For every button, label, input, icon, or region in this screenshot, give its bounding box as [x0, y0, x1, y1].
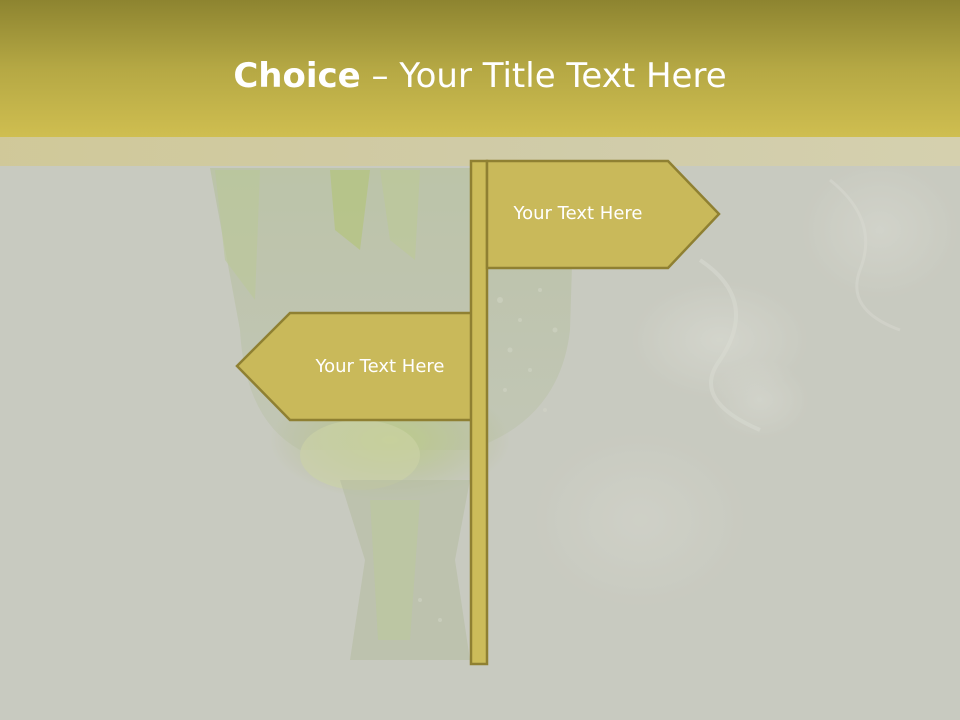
title-separator: – — [360, 56, 400, 96]
right-sign-text: Your Text Here — [513, 203, 643, 224]
slide-title: Choice – Your Title Text Here — [0, 48, 960, 108]
title-text: Your Title Text Here — [399, 56, 727, 96]
title-bold-word: Choice — [233, 56, 361, 96]
title-bar — [0, 0, 960, 137]
sign-pole — [469, 159, 489, 666]
left-arrow-sign — [235, 311, 474, 422]
left-sign-text: Your Text Here — [315, 356, 445, 377]
right-arrow-sign — [485, 159, 721, 270]
